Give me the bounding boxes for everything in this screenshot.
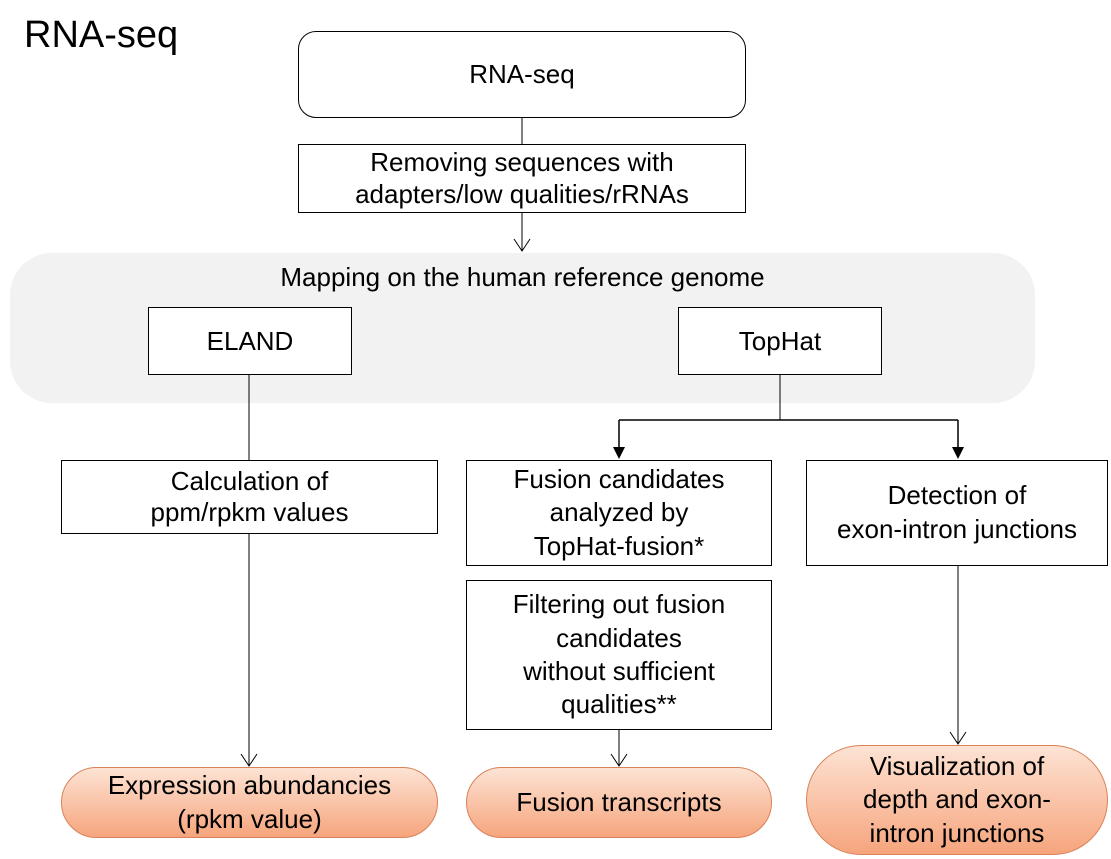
detection-node: Detection of exon-intron junctions: [806, 460, 1108, 566]
fusion-transcripts-output: Fusion transcripts: [466, 767, 772, 838]
connector-detection-to-visualization-arrowhead: [949, 731, 967, 745]
connector-removing-to-mapping-arrowhead: [513, 238, 531, 252]
removing-sequences-node: Removing sequences with adapters/low qua…: [298, 144, 746, 213]
visualization-label: Visualization of depth and exon- intron …: [863, 751, 1051, 848]
connector-calculation-to-expression-arrowhead: [240, 753, 258, 767]
calculation-label: Calculation of ppm/rpkm values: [150, 465, 349, 527]
expression-abundancies-label: Expression abundancies (rpkm value): [107, 769, 392, 834]
mapping-group-label: Mapping on the human reference genome: [280, 262, 765, 292]
fusion-candidates-node: Fusion candidates analyzed by TopHat-fus…: [466, 460, 772, 566]
rna-seq-node: RNA-seq: [298, 31, 746, 118]
page-title: RNA-seq: [24, 14, 179, 56]
filtering-label: Filtering out fusion candidates without …: [512, 589, 726, 720]
tophat-node: TopHat: [678, 307, 882, 375]
rna-seq-node-label: RNA-seq: [469, 59, 575, 90]
filtering-node: Filtering out fusion candidates without …: [466, 580, 772, 730]
visualization-output: Visualization of depth and exon- intron …: [806, 745, 1108, 855]
tophat-label: TopHat: [738, 325, 822, 356]
detection-label: Detection of exon-intron junctions: [837, 480, 1077, 544]
connector-filtering-to-fusion-transcripts-arrowhead: [610, 753, 628, 767]
removing-sequences-label: Removing sequences with adapters/low qua…: [355, 147, 689, 209]
fusion-transcripts-label: Fusion transcripts: [516, 786, 722, 817]
fusion-candidates-label: Fusion candidates analyzed by TopHat-fus…: [513, 464, 725, 561]
connector-branch-to-detection-arrowhead: [952, 447, 964, 459]
connector-branch-to-fusion-arrowhead: [613, 447, 625, 459]
eland-label: ELAND: [206, 325, 294, 356]
expression-abundancies-output: Expression abundancies (rpkm value): [61, 767, 438, 838]
calculation-node: Calculation of ppm/rpkm values: [61, 460, 438, 534]
eland-node: ELAND: [148, 307, 352, 375]
